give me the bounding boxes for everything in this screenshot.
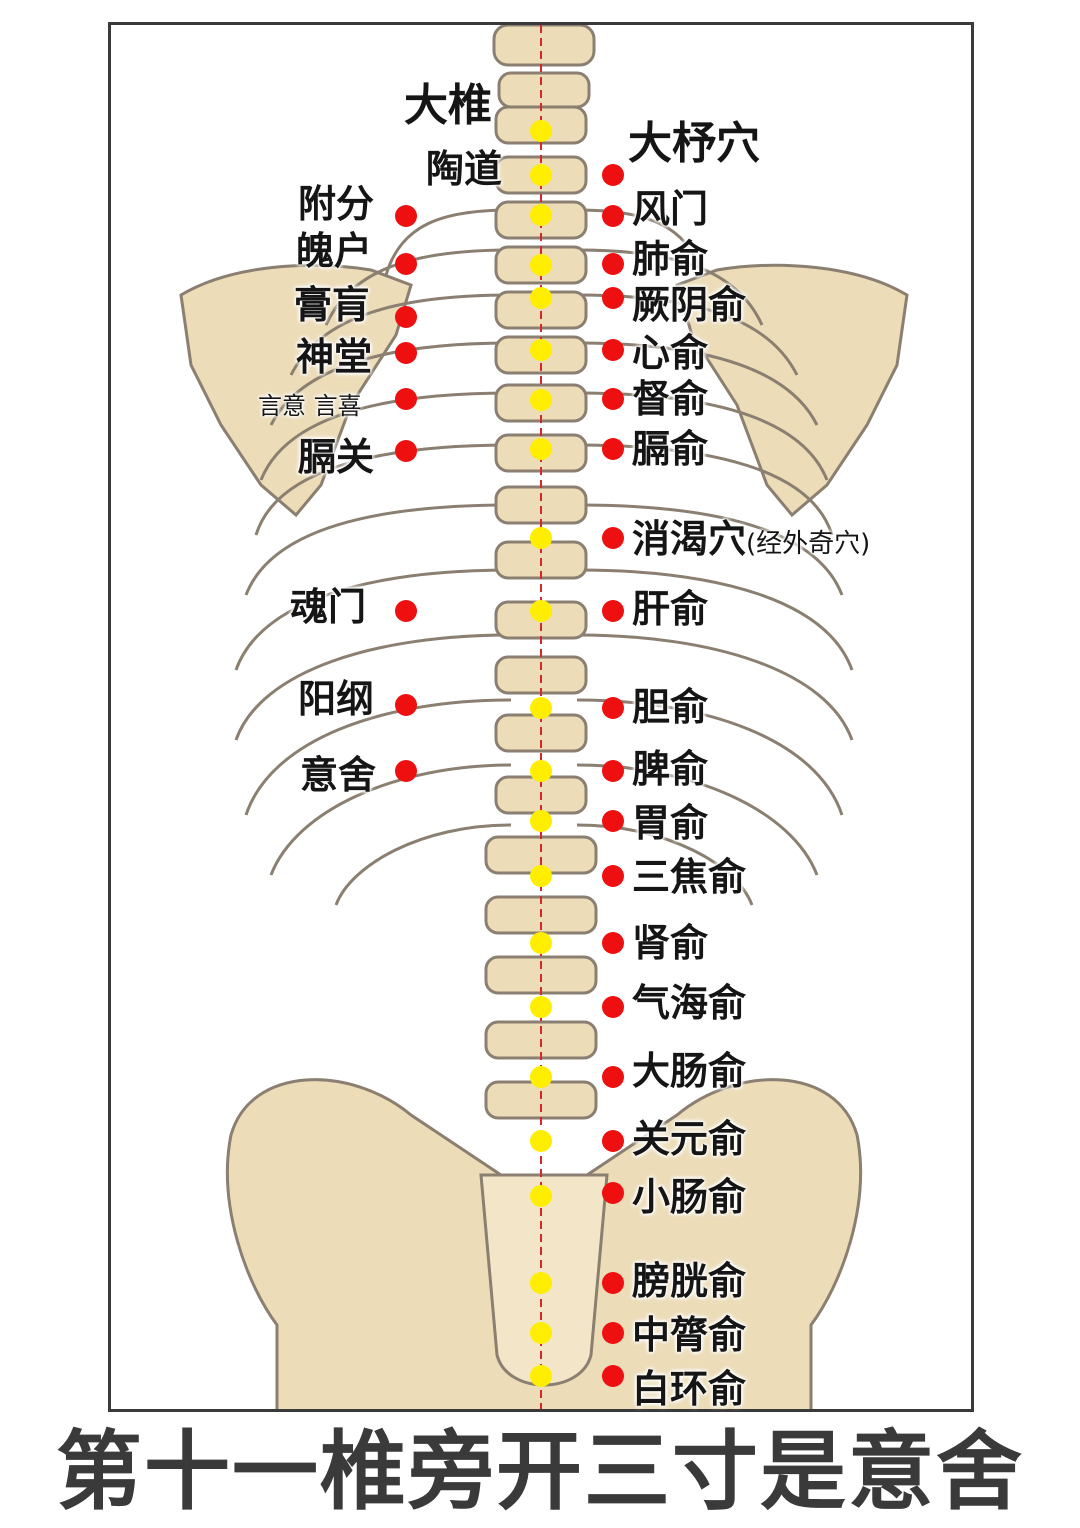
bladder-point-right: [602, 1066, 624, 1088]
bladder-point-right: [602, 1182, 624, 1204]
diagram-frame: [108, 22, 974, 1412]
bladder-point-right: [602, 527, 624, 549]
label-xiaokexue-main: 消渴穴: [632, 517, 747, 561]
label-dushu: 督俞: [632, 377, 709, 421]
governor-vessel-point: [530, 1272, 552, 1294]
bladder-point-left: [395, 253, 417, 275]
bladder-point-left: [395, 760, 417, 782]
acupoint-dots: [395, 120, 624, 1387]
governor-vessel-point: [530, 120, 552, 142]
skeleton-illustration: [179, 25, 909, 1409]
label-xinshu: 心俞: [632, 331, 709, 375]
governor-vessel-point: [530, 527, 552, 549]
label-guanyuanshu: 关元俞: [632, 1117, 747, 1161]
bladder-point-left: [395, 600, 417, 622]
bladder-point-left: [395, 205, 417, 227]
governor-vessel-point: [530, 600, 552, 622]
governor-vessel-point: [530, 760, 552, 782]
label-shentang: 神堂: [296, 335, 373, 379]
bladder-point-right: [602, 1365, 624, 1387]
label-danshu: 胆俞: [632, 685, 709, 729]
label-taodao: 陶道: [426, 147, 503, 191]
governor-vessel-point: [530, 339, 552, 361]
bladder-point-left: [395, 440, 417, 462]
left-scapula: [179, 263, 413, 518]
label-fengmen: 风门: [632, 187, 709, 231]
bladder-point-left: [395, 342, 417, 364]
label-baihuanshu: 白环俞: [632, 1367, 747, 1411]
governor-vessel-point: [530, 1365, 552, 1387]
bladder-point-right: [602, 1272, 624, 1294]
governor-vessel-point: [530, 810, 552, 832]
governor-vessel-point: [530, 1322, 552, 1344]
governor-vessel-point: [530, 697, 552, 719]
governor-vessel-point: [530, 254, 552, 276]
label-fufen: 附分: [298, 182, 375, 226]
governor-vessel-point: [530, 438, 552, 460]
bladder-point-right: [602, 438, 624, 460]
bladder-point-right: [602, 287, 624, 309]
label-sanjiaoshu: 三焦俞: [632, 855, 747, 899]
label-weishu: 胃俞: [632, 801, 709, 845]
label-pangguangshu: 膀胱俞: [632, 1259, 747, 1303]
bladder-point-left: [395, 388, 417, 410]
label-hunmen: 魂门: [290, 585, 367, 629]
bladder-point-right: [602, 760, 624, 782]
governor-vessel-point: [530, 1130, 552, 1152]
label-ganshu: 肝俞: [632, 587, 709, 631]
bladder-point-left: [395, 306, 417, 328]
right-scapula: [675, 263, 909, 518]
label-gaohuang: 膏肓: [294, 283, 371, 327]
label-shenshu: 肾俞: [632, 921, 709, 965]
label-dachangshu: 大肠俞: [632, 1049, 747, 1093]
bladder-point-right: [602, 1130, 624, 1152]
governor-vessel-point: [530, 1185, 552, 1207]
bladder-point-right: [602, 600, 624, 622]
vertebra: [494, 485, 588, 525]
governor-vessel-point: [530, 204, 552, 226]
bladder-point-right: [602, 205, 624, 227]
label-zhonglvshu: 中膂俞: [632, 1313, 747, 1357]
label-geshu: 膈俞: [632, 427, 709, 471]
label-geguan: 膈关: [298, 435, 375, 479]
label-jueyinshu: 厥阴俞: [632, 283, 747, 327]
label-dazhu: 大杼穴: [628, 118, 760, 169]
caption: 第十一椎旁开三寸是意舍: [56, 1421, 1024, 1522]
label-xiaokexue: 消渴穴(经外奇穴): [632, 520, 870, 558]
label-pishu: 脾俞: [632, 747, 709, 791]
label-xiaochangshu: 小肠俞: [632, 1175, 747, 1219]
bladder-point-right: [602, 388, 624, 410]
label-dazhui: 大椎: [404, 80, 492, 131]
bladder-point-right: [602, 1322, 624, 1344]
label-yanggang: 阳纲: [298, 677, 375, 721]
label-yishe: 意舍: [300, 753, 377, 797]
governor-vessel-point: [530, 389, 552, 411]
bladder-point-right: [602, 996, 624, 1018]
left-ribs: [234, 208, 512, 906]
governor-vessel-point: [530, 287, 552, 309]
governor-vessel-point: [530, 865, 552, 887]
governor-vessel-point: [530, 996, 552, 1018]
bladder-point-left: [395, 694, 417, 716]
bladder-point-right: [602, 697, 624, 719]
bladder-point-right: [602, 865, 624, 887]
label-pohu: 魄户: [296, 229, 373, 273]
bladder-point-right: [602, 339, 624, 361]
bladder-point-right: [602, 810, 624, 832]
bladder-point-right: [602, 932, 624, 954]
bladder-point-right: [602, 253, 624, 275]
governor-vessel-point: [530, 164, 552, 186]
bladder-point-right: [602, 164, 624, 186]
label-yixi: 言意 言喜: [258, 392, 362, 420]
spine: [492, 25, 596, 109]
governor-vessel-point: [530, 1066, 552, 1088]
label-xiaokexue-note: (经外奇穴): [746, 529, 871, 559]
label-qihaishu: 气海俞: [632, 981, 747, 1025]
label-feishu: 肺俞: [632, 237, 709, 281]
governor-vessel-point: [530, 932, 552, 954]
